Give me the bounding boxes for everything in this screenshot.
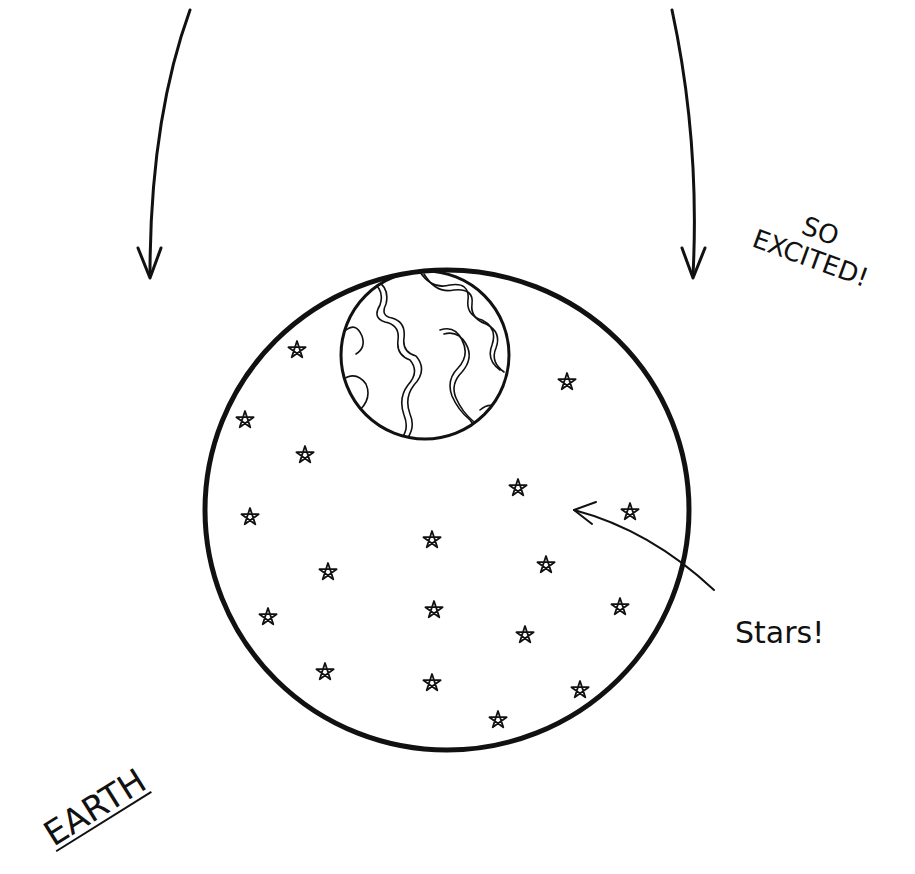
star (425, 601, 442, 617)
star (537, 556, 554, 572)
continent-line (372, 282, 415, 440)
star (509, 479, 526, 495)
star (571, 681, 588, 697)
star (296, 446, 313, 462)
continent-line (440, 329, 477, 445)
star (316, 663, 333, 679)
down-arrow-left (150, 10, 190, 275)
star (611, 598, 628, 614)
down-arrow-right (672, 10, 694, 275)
earth-continents (342, 272, 504, 445)
continent-line (444, 333, 474, 422)
arrowhead-right (682, 248, 705, 278)
star (516, 626, 533, 642)
continent-line (480, 405, 504, 432)
star (423, 674, 440, 690)
title-note: EARTH (38, 762, 153, 853)
earth-globe (341, 271, 509, 439)
star (319, 563, 336, 579)
continent-line (346, 327, 363, 354)
continent-line (342, 376, 368, 410)
star (259, 608, 276, 624)
star (241, 508, 258, 524)
star (288, 341, 305, 357)
continent-line (420, 272, 500, 370)
star (236, 411, 253, 427)
star-sphere (205, 270, 689, 750)
callout-label: Stars! (735, 616, 824, 649)
leader-line (574, 510, 714, 590)
star (558, 373, 575, 389)
star (423, 531, 440, 547)
arrowhead-left (138, 248, 161, 278)
star (621, 503, 638, 519)
leader-arrowhead (574, 502, 596, 524)
stars-group (236, 341, 638, 727)
exclamation-note: SO EXCITED! (749, 197, 882, 292)
star (489, 711, 506, 727)
continent-line (376, 280, 422, 440)
